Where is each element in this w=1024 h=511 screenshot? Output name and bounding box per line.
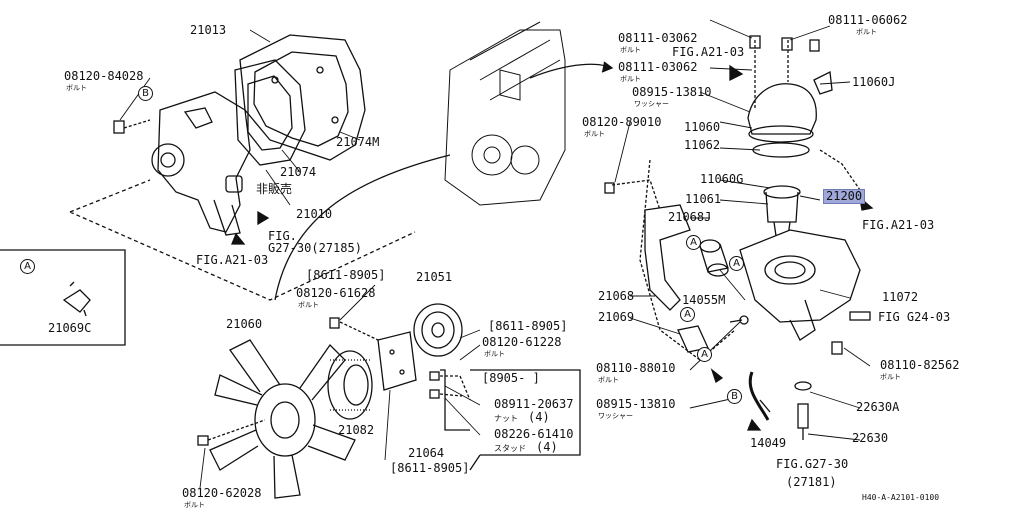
label-21013: 21013: [190, 23, 227, 37]
label-21068J: 21068J: [668, 210, 712, 224]
label-11060G: 11060G: [700, 172, 744, 186]
water-pipe-21068-drawing: [644, 204, 691, 311]
label-21074: 21074: [280, 165, 317, 179]
stud-note: スタッド: [494, 444, 526, 453]
range-8611-8905-b: [8611-8905]: [488, 319, 568, 333]
nut-qty: (4): [528, 410, 550, 424]
engine-block-drawing: [444, 21, 566, 206]
fan-coupling-21082-drawing: [327, 350, 373, 420]
washer-note-2: ワッシャー: [598, 412, 633, 420]
label-21068: 21068: [598, 289, 635, 303]
bolt-note-2: ボルト: [620, 46, 641, 54]
bolt-note-3: ボルト: [856, 28, 877, 36]
marker-b-pump: B: [138, 86, 153, 101]
label-21074M: 21074M: [336, 135, 380, 149]
label-11061: 11061: [685, 192, 722, 206]
bolt-note-1: ボルト: [66, 84, 87, 92]
range-8611-8905-a: [8611-8905]: [306, 268, 386, 282]
pulley-21051-drawing: [413, 303, 463, 357]
label-08120-61628: 08120-61628: [296, 286, 376, 300]
marker-a-inset: A: [20, 259, 35, 274]
water-pump-drawing: [113, 91, 251, 236]
nut-note: ナット: [494, 414, 518, 423]
ref-fig-g27-30-bottom-line1: FIG.G27-30: [776, 457, 849, 471]
thermostat-housing-drawing: [739, 229, 861, 341]
label-08110-82562: 08110-82562: [880, 358, 960, 372]
thermostat-cover-drawing: [747, 35, 833, 158]
range-8611-8905-c: [8611-8905]: [390, 461, 470, 475]
label-08911-20637: 08911-20637: [494, 397, 574, 411]
bolt-note-8: ボルト: [298, 301, 319, 309]
label-08120-84028: 08120-84028: [64, 69, 144, 83]
label-08915-13810-top: 08915-13810: [632, 85, 712, 99]
ref-fig-g27-30-left-line1: FIG.: [268, 229, 297, 243]
ref-fig-g27-30-bottom-line2: (27181): [786, 475, 837, 489]
marker-a-4: A: [697, 347, 712, 362]
ref-fig-g24-03: FIG G24-03: [878, 310, 951, 324]
hose-14055M-drawing: [699, 239, 729, 277]
bolt-note-4: ボルト: [620, 75, 641, 83]
label-22630A: 22630A: [856, 400, 900, 414]
label-21060: 21060: [226, 317, 263, 331]
washer-note-1: ワッシャー: [634, 100, 669, 108]
ref-fig-a21-03-left: FIG.A21-03: [196, 253, 269, 267]
label-22630: 22630: [852, 431, 889, 445]
label-14055M: 14055M: [682, 293, 726, 307]
label-21082: 21082: [338, 423, 375, 437]
bolt-note-9: ボルト: [484, 350, 505, 358]
bolt-note-6: ボルト: [598, 376, 619, 384]
range-8905: [8905- ]: [482, 371, 540, 385]
label-11060: 11060: [684, 120, 721, 134]
marker-b-bypass: B: [727, 389, 742, 404]
label-08120-62028: 08120-62028: [182, 486, 262, 500]
label-08111-03062-second: 08111-03062: [618, 60, 698, 74]
footer-diagram-code: H40-A-A2101-0100: [862, 493, 940, 502]
bolt-note-7: ボルト: [880, 373, 901, 381]
label-08226-61410: 08226-61410: [494, 427, 574, 441]
label-11072: 11072: [882, 290, 919, 304]
ref-fig-a21-03-top: FIG.A21-03: [672, 45, 745, 59]
label-21051: 21051: [416, 270, 453, 284]
label-21010: 21010: [296, 207, 333, 221]
label-08110-88010: 08110-88010: [596, 361, 676, 375]
stud-qty: (4): [536, 440, 558, 454]
label-08111-06062: 08111-06062: [828, 13, 908, 27]
label-21064: 21064: [408, 446, 445, 460]
marker-a-3: A: [680, 307, 695, 322]
thermostat-drawing: [763, 185, 801, 237]
not-sold-note: 非販売: [256, 182, 293, 196]
label-11060J: 11060J: [852, 75, 896, 89]
label-21069C: 21069C: [48, 321, 92, 335]
bolt-note-10: ボルト: [184, 501, 205, 509]
gasket-21074-drawing: [234, 59, 306, 166]
marker-a-1: A: [686, 235, 701, 250]
label-11062: 11062: [684, 138, 721, 152]
spacer-21064-drawing: [377, 331, 417, 391]
label-08120-61228: 08120-61228: [482, 335, 562, 349]
label-21069: 21069: [598, 310, 635, 324]
marker-a-2: A: [729, 256, 744, 271]
label-14049: 14049: [750, 436, 787, 450]
ref-fig-a21-03-right: FIG.A21-03: [862, 218, 935, 232]
label-08111-03062-top: 08111-03062: [618, 31, 698, 45]
label-08120-89010: 08120-89010: [582, 115, 662, 129]
bolt-note-5: ボルト: [584, 130, 605, 138]
label-21200-highlighted[interactable]: 21200: [823, 189, 866, 204]
ref-fig-g27-30-left-line2: G27-30(27185): [268, 241, 362, 255]
fan-21060-drawing: [209, 339, 356, 499]
label-08915-13810-bottom: 08915-13810: [596, 397, 676, 411]
